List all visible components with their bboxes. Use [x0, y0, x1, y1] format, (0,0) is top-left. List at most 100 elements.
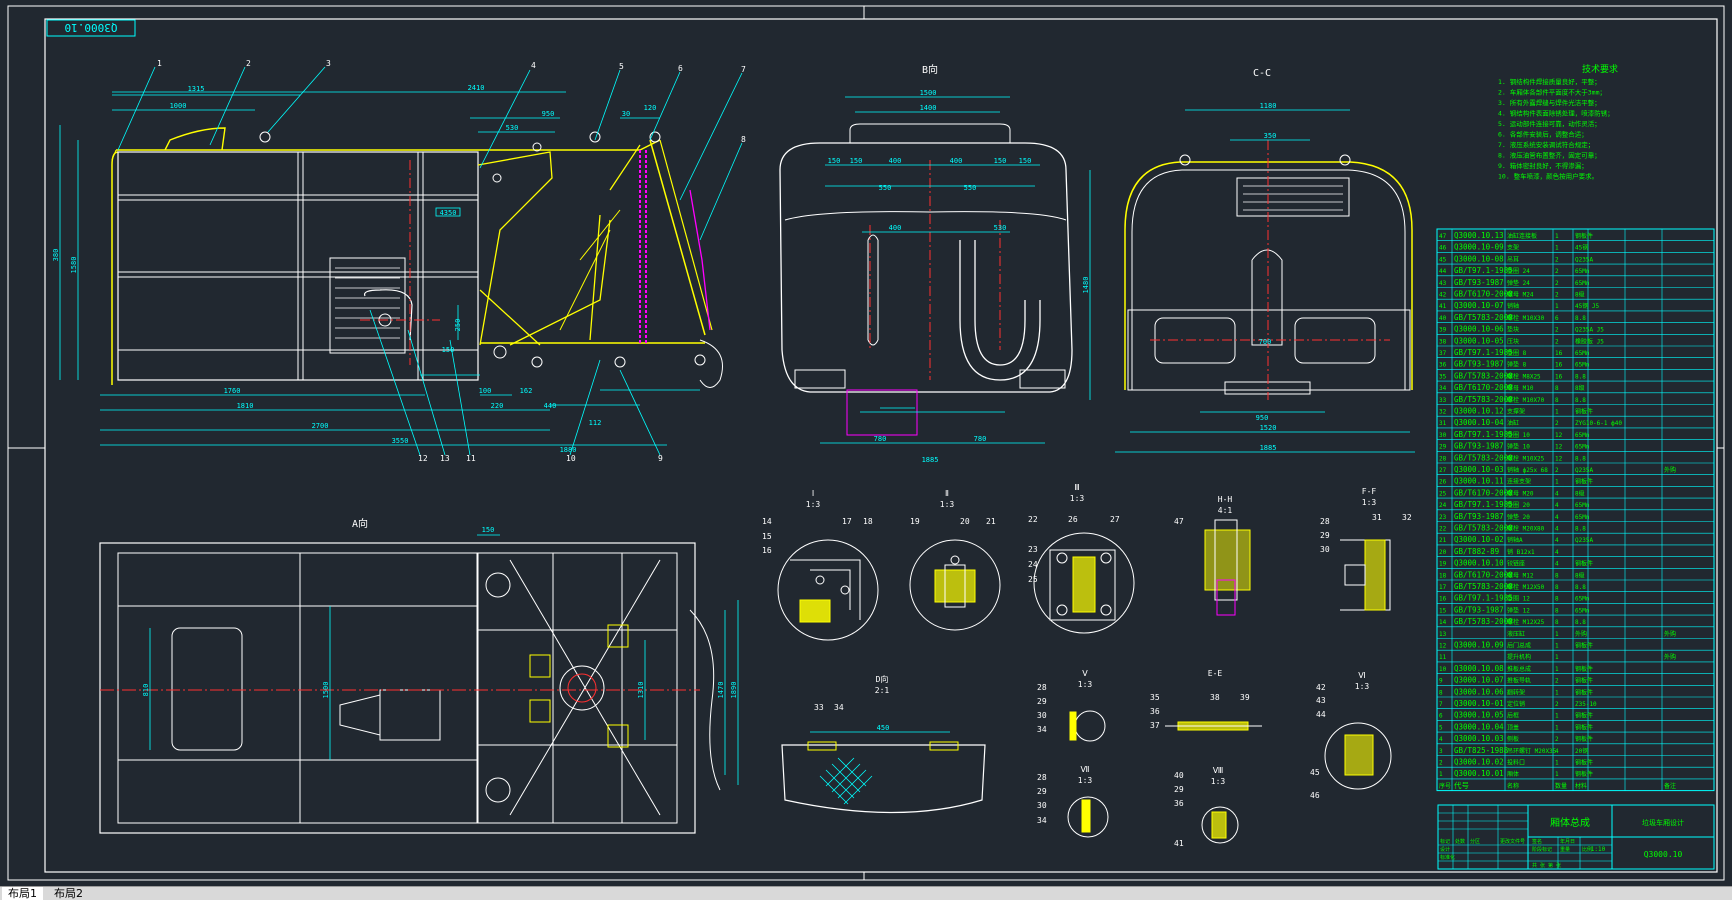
- bom-cell: 27: [1439, 467, 1447, 474]
- bom-cell: 螺母 M20: [1507, 489, 1534, 497]
- bom-cell: 6: [1439, 713, 1443, 720]
- bom-cell: 36: [1439, 362, 1447, 369]
- side-callouts: 1 2 3 4 5 6 7 8 12 13 11 10 9: [157, 59, 746, 463]
- bom-cell: GB/T93-1987: [1454, 360, 1504, 369]
- svg-text:36: 36: [1174, 799, 1184, 808]
- svg-text:1480: 1480: [1082, 277, 1090, 294]
- bom-cell: 4: [1555, 561, 1559, 568]
- bom-cell: 螺栓 M8X25: [1507, 372, 1541, 380]
- bom-cell: 钢板件: [1575, 232, 1593, 240]
- bom-cell: 铰链座: [1507, 560, 1525, 568]
- bom-cell: GB/T6170-2000: [1454, 383, 1513, 392]
- svg-text:9: 9: [658, 454, 663, 463]
- svg-text:1:3: 1:3: [940, 500, 955, 509]
- svg-text:250: 250: [454, 319, 462, 332]
- bom-cell: Q3000.10-03: [1454, 465, 1504, 474]
- bom-cell: 备注: [1664, 782, 1676, 790]
- bom-cell: 65Mn: [1575, 444, 1590, 451]
- svg-text:1:3: 1:3: [1078, 776, 1093, 785]
- bom-cell: 推板总成: [1507, 665, 1531, 673]
- bom-cell: 10: [1439, 666, 1447, 673]
- svg-text:810: 810: [142, 684, 150, 697]
- bom-cell: 弹垫 24: [1507, 279, 1530, 287]
- svg-text:24: 24: [1028, 560, 1038, 569]
- side-dimensions: 1315 1000 2410 950 530 30 120 380 1580 1…: [52, 84, 656, 454]
- bom-cell: Q3000.10-05: [1454, 336, 1504, 345]
- bom-cell: 2: [1555, 292, 1559, 299]
- bom-cell: 16: [1555, 350, 1563, 357]
- bom-cell: 8级: [1575, 571, 1585, 579]
- bom-cell: 钢板件: [1575, 735, 1593, 743]
- bom-cell: 16: [1439, 596, 1447, 603]
- svg-text:重量: 重量: [1560, 846, 1570, 853]
- b-view-label: B向: [922, 63, 938, 76]
- bom-cell: 8.8: [1575, 584, 1586, 591]
- svg-text:41: 41: [1174, 839, 1184, 848]
- bom-cell: 螺母 M10: [1507, 384, 1534, 392]
- bom-cell: 8: [1555, 607, 1559, 614]
- layout-tab-2[interactable]: 布局2: [54, 887, 83, 900]
- svg-text:38: 38: [1210, 693, 1220, 702]
- svg-text:1470: 1470: [717, 682, 725, 699]
- bom-cell: 42: [1439, 292, 1447, 299]
- svg-text:112: 112: [589, 419, 602, 427]
- bom-cell: Q3000.10.13: [1454, 231, 1504, 240]
- svg-text:2700: 2700: [312, 422, 329, 430]
- svg-text:1580: 1580: [70, 257, 78, 274]
- svg-text:30: 30: [1037, 711, 1047, 720]
- tech-note: 8. 液压油管布置整齐，固定可靠；: [1498, 151, 1601, 160]
- svg-text:350: 350: [1264, 132, 1277, 140]
- svg-text:3550: 3550: [392, 437, 409, 445]
- bom-cell: 12: [1555, 444, 1563, 451]
- bom-cell: GB/T97.1-1985: [1454, 266, 1513, 275]
- bom-cell: 螺栓 M12X25: [1507, 618, 1545, 626]
- bom-cell: 17: [1439, 584, 1447, 591]
- bom-cell: 1: [1555, 409, 1559, 416]
- bom-cell: Q3000.10-09: [1454, 243, 1504, 252]
- svg-text:1: 1: [157, 59, 162, 68]
- bom-cell: 代号: [1454, 780, 1469, 790]
- bom-cell: 31: [1439, 420, 1447, 427]
- title-company: 垃圾车厢设计: [1642, 818, 1684, 827]
- bom-cell: 23: [1439, 514, 1447, 521]
- svg-text:设计: 设计: [1440, 846, 1450, 853]
- svg-text:E-E: E-E: [1208, 669, 1223, 678]
- bom-cell: 钢板件: [1575, 759, 1593, 767]
- bom-cell: GB/T5783-2000: [1454, 371, 1513, 380]
- bom-cell: 1: [1555, 303, 1559, 310]
- bom-cell: 外购: [1575, 630, 1587, 638]
- bom-cell: 44: [1439, 268, 1447, 275]
- bom-cell: 序号: [1439, 782, 1451, 790]
- bom-cell: 支撑架: [1507, 408, 1525, 416]
- bom-cell: 1: [1439, 771, 1443, 778]
- bom-cell: 41: [1439, 303, 1447, 310]
- bom-cell: 28: [1439, 455, 1447, 462]
- bom-cell: GB/T93-1987: [1454, 512, 1504, 521]
- bom-cell: 1: [1555, 689, 1559, 696]
- b-view-dimensions: 1500 1400 150 150 400 400 150 550 550 40…: [828, 89, 1032, 464]
- svg-text:27: 27: [1110, 515, 1120, 524]
- svg-text:1:3: 1:3: [806, 500, 821, 509]
- bom-cell: 6: [1555, 315, 1559, 322]
- svg-text:2410: 2410: [468, 84, 485, 92]
- bom-cell: 8级: [1575, 489, 1585, 497]
- bom-cell: Z35-10: [1575, 701, 1597, 708]
- svg-text:H-H: H-H: [1218, 495, 1233, 504]
- bom-cell: 液压缸: [1507, 630, 1525, 638]
- layout-tab-1[interactable]: 布局1: [2, 887, 43, 900]
- bom-cell: 40: [1439, 315, 1447, 322]
- svg-text:16: 16: [762, 546, 772, 555]
- svg-text:12: 12: [418, 454, 428, 463]
- svg-text:1890: 1890: [730, 682, 738, 699]
- bom-cell: GB/T6170-2000: [1454, 570, 1513, 579]
- svg-text:550: 550: [964, 184, 977, 192]
- bom-cell: GB/T6170-2000: [1454, 290, 1513, 299]
- bom-cell: GB/T5783-2000: [1454, 313, 1513, 322]
- bom-cell: 1: [1555, 654, 1559, 661]
- svg-text:1885: 1885: [922, 456, 939, 464]
- bom-cell: 8: [1555, 584, 1559, 591]
- bom-cell: 顶盖: [1507, 723, 1519, 731]
- c-section-label: C-C: [1253, 68, 1271, 79]
- bom-cell: 后门总成: [1507, 642, 1531, 650]
